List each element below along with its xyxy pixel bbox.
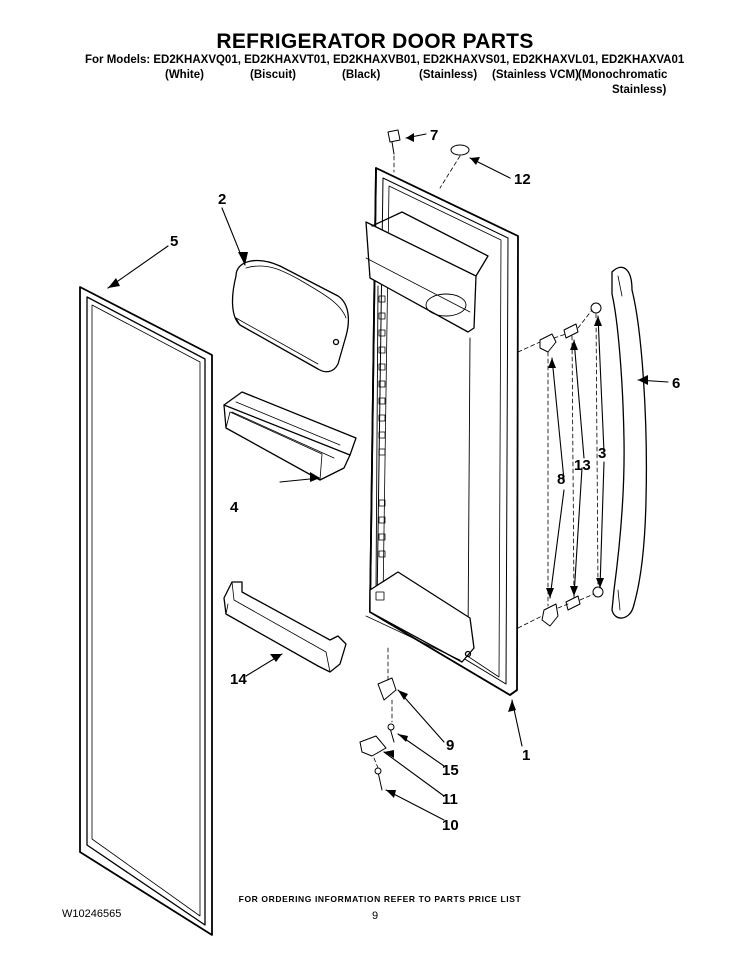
variant-black: (Black) <box>342 69 381 81</box>
door-bin-part <box>223 391 357 481</box>
page-title: REFRIGERATOR DOOR PARTS <box>216 30 534 53</box>
callout-1: 1 <box>522 747 530 764</box>
callout-11: 11 <box>442 791 458 808</box>
callout-7: 7 <box>430 127 438 144</box>
variant-stainless-vcm: (Stainless VCM) <box>492 69 579 81</box>
variant-biscuit: (Biscuit) <box>250 69 296 81</box>
callout-15: 15 <box>442 762 459 779</box>
callout-3: 3 <box>598 445 606 462</box>
callout-13: 13 <box>574 457 591 474</box>
variant-monochromatic-cont: Stainless) <box>612 84 667 96</box>
callout-9: 9 <box>446 737 454 754</box>
callout-2: 2 <box>218 191 226 208</box>
callout-10: 10 <box>442 817 459 834</box>
models-line: For Models: ED2KHAXVQ01, ED2KHAXVT01, ED… <box>85 54 685 66</box>
hardware-parts <box>359 129 604 791</box>
callouts: 1 2 3 4 5 6 7 8 9 10 11 12 13 14 15 <box>170 127 680 834</box>
shelf-rail-part <box>223 581 347 673</box>
callout-8: 8 <box>557 471 565 488</box>
callout-4: 4 <box>230 499 239 516</box>
dairy-door-part <box>231 259 350 373</box>
callout-5: 5 <box>170 233 178 250</box>
leader-lines <box>107 133 669 821</box>
document-number: W10246565 <box>62 908 122 920</box>
callout-12: 12 <box>514 171 531 188</box>
ordering-note: FOR ORDERING INFORMATION REFER TO PARTS … <box>238 894 522 904</box>
arrowheads <box>108 133 648 798</box>
door-gasket-part <box>79 286 213 936</box>
callout-6: 6 <box>672 375 680 392</box>
page-number: 9 <box>372 910 379 922</box>
variant-monochromatic: (Monochromatic <box>578 69 668 81</box>
assembly-lines <box>373 155 599 769</box>
callout-14: 14 <box>230 671 247 688</box>
handle-part <box>611 266 648 619</box>
variant-stainless: (Stainless) <box>419 69 478 81</box>
door-assembly-part <box>365 167 519 696</box>
variant-white: (White) <box>165 69 204 81</box>
